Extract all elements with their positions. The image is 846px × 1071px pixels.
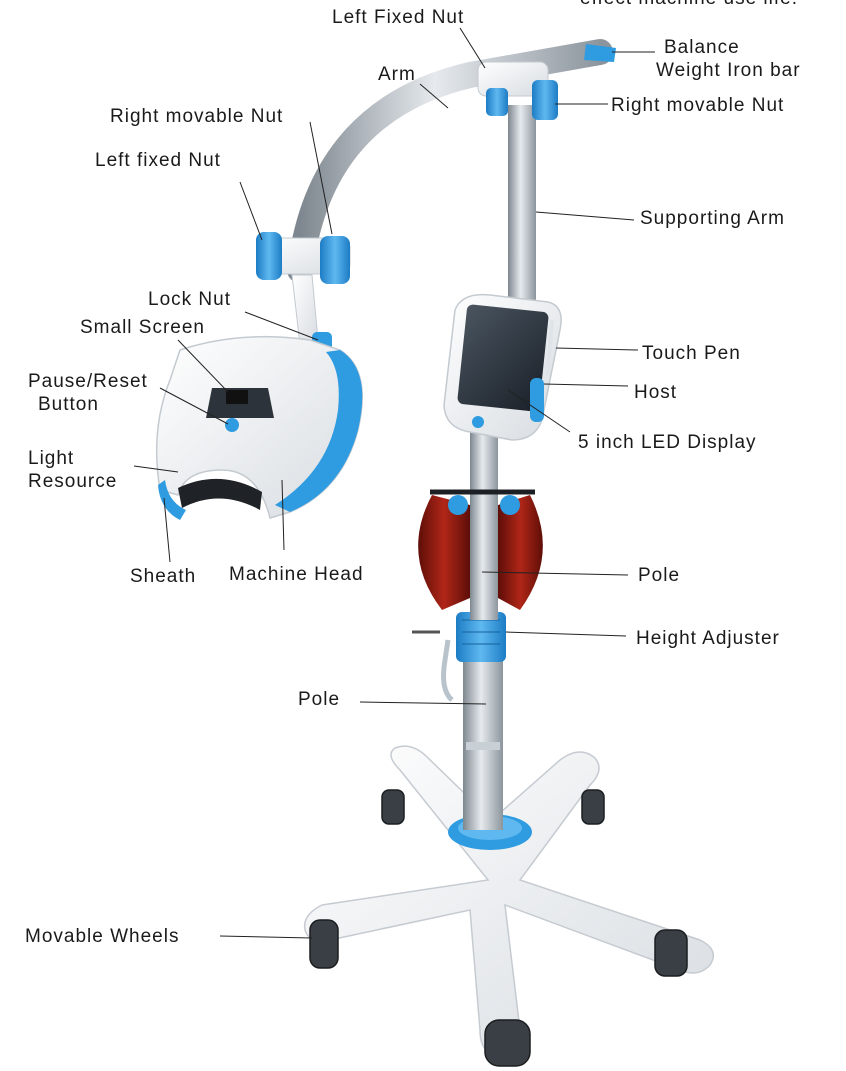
label-left-fixed-nut-left: Left fixed Nut [95, 150, 221, 172]
label-balance-weight-line2: Weight Iron bar [656, 60, 801, 82]
label-right-movable-nut-left: Right movable Nut [110, 106, 283, 128]
label-lock-nut: Lock Nut [148, 289, 231, 311]
power-cable [444, 640, 452, 700]
top-note-text: effect machine use life. [580, 0, 798, 10]
label-pole-lower: Pole [298, 689, 340, 711]
supporting-arm-pipe [508, 105, 536, 325]
label-light-resource-line1: Light [28, 448, 74, 470]
upper-pole [470, 420, 498, 620]
label-pole-upper: Pole [638, 565, 680, 587]
label-right-movable-nut-top: Right movable Nut [611, 95, 784, 117]
arm-joint-nuts [256, 232, 350, 354]
label-movable-wheels: Movable Wheels [25, 926, 179, 948]
label-host: Host [634, 382, 677, 404]
host-unit [444, 295, 561, 440]
label-small-screen: Small Screen [80, 317, 205, 339]
label-sheath: Sheath [130, 566, 196, 588]
label-led-display: 5 inch LED Display [578, 432, 757, 454]
label-pause-reset-line1: Pause/Reset [28, 371, 148, 393]
label-left-fixed-nut-top: Left Fixed Nut [332, 7, 464, 29]
label-height-adjuster: Height Adjuster [636, 628, 780, 650]
machine-head [157, 337, 363, 520]
star-base [305, 746, 714, 1055]
label-arm: Arm [378, 64, 416, 86]
label-supporting-arm: Supporting Arm [640, 208, 785, 230]
label-light-resource-line2: Resource [28, 471, 117, 493]
label-machine-head: Machine Head [229, 564, 364, 586]
label-pause-reset-line2: Button [38, 394, 99, 416]
label-balance-weight-line1: Balance [664, 37, 740, 59]
label-touch-pen: Touch Pen [642, 343, 741, 365]
